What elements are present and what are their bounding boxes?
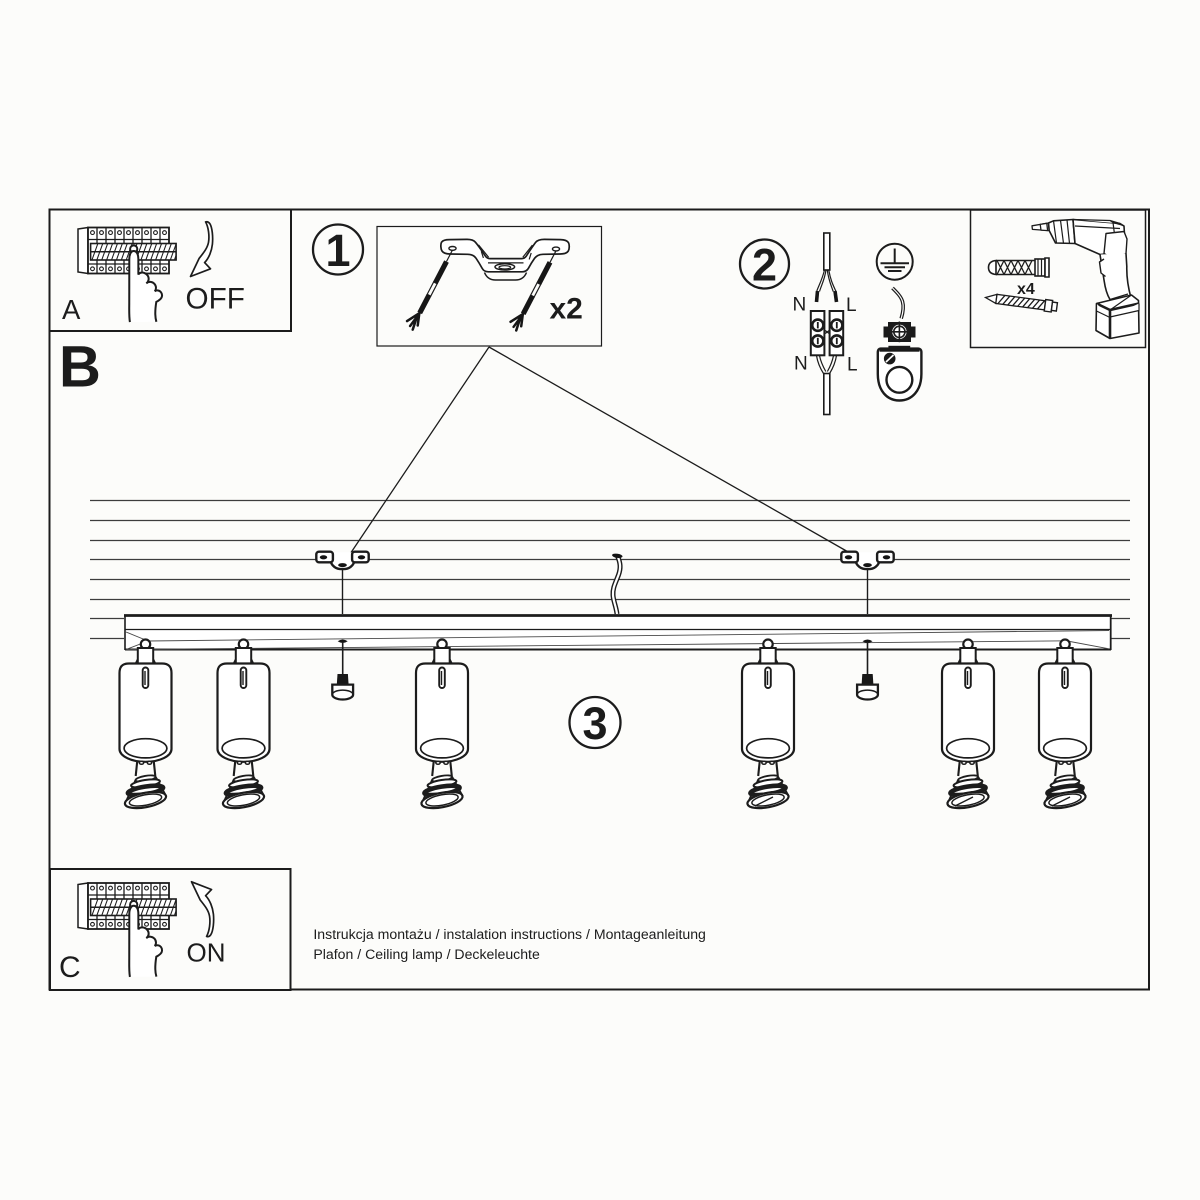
svg-text:N: N xyxy=(794,354,808,375)
svg-text:A: A xyxy=(62,294,81,325)
svg-text:x4: x4 xyxy=(1017,281,1035,298)
svg-text:x2: x2 xyxy=(550,293,583,326)
svg-text:B: B xyxy=(59,335,101,400)
svg-text:Plafon / Ceiling lamp / Deckel: Plafon / Ceiling lamp / Deckeleuchte xyxy=(313,946,540,962)
svg-text:3: 3 xyxy=(582,698,607,749)
svg-text:2: 2 xyxy=(752,240,777,291)
svg-text:N: N xyxy=(793,295,807,316)
svg-text:1: 1 xyxy=(325,225,350,276)
svg-text:L: L xyxy=(847,355,858,376)
svg-text:Instrukcja montażu / instalati: Instrukcja montażu / instalation instruc… xyxy=(313,926,706,942)
svg-text:OFF: OFF xyxy=(186,282,245,315)
svg-text:ON: ON xyxy=(187,938,226,968)
svg-text:C: C xyxy=(59,951,81,984)
svg-text:L: L xyxy=(846,295,857,316)
